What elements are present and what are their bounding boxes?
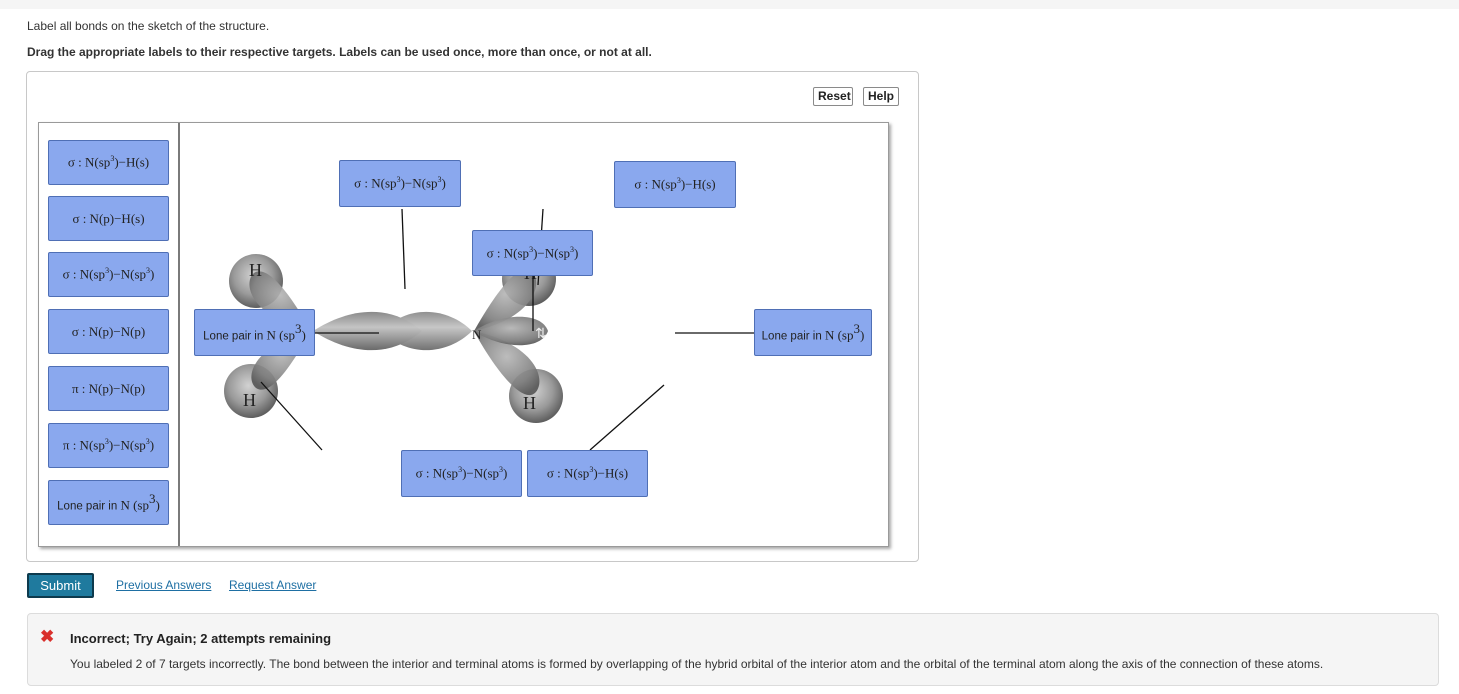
reset-button[interactable]: Reset <box>813 87 853 106</box>
label-text: π : N(p)−N(p) <box>71 380 146 396</box>
n-label-right: N <box>472 327 482 342</box>
label-text: σ : N(sp3)−H(s) <box>67 154 150 170</box>
bank-label-pi-np-np[interactable]: π : N(p)−N(p) <box>48 366 169 411</box>
previous-answers-link[interactable]: Previous Answers <box>116 578 212 592</box>
leader-line-bottom-left <box>260 381 323 451</box>
bank-label-sigma-np-hs[interactable]: σ : N(p)−H(s) <box>48 196 169 241</box>
label-text: σ : N(sp3)−N(sp3) <box>62 266 155 282</box>
help-button[interactable]: Help <box>863 87 899 106</box>
labeling-workspace: σ : N(sp3)−H(s) σ : N(p)−H(s) σ : N(sp3)… <box>38 122 889 547</box>
target-label-center[interactable]: σ : N(sp3)−N(sp3) <box>472 230 593 276</box>
submit-button[interactable]: Submit <box>27 573 94 598</box>
feedback-box: ✖ Incorrect; Try Again; 2 attempts remai… <box>27 613 1439 686</box>
sp3-lobe-top-right <box>474 269 537 331</box>
target-label-left-lone-pair[interactable]: Lone pair in N (sp3) <box>194 309 315 356</box>
lone-pair-arrows-right: ⇅ <box>535 326 547 342</box>
target-label-top-right[interactable]: σ : N(sp3)−H(s) <box>614 161 736 208</box>
label-text: σ : N(sp3)−N(sp3) <box>486 244 579 261</box>
instruction-text: Label all bonds on the sketch of the str… <box>27 19 270 33</box>
target-label-right-lone-pair[interactable]: Lone pair in N (sp3) <box>754 309 872 356</box>
label-text: Lone pair in N (sp3) <box>57 490 160 513</box>
top-bar <box>0 0 1459 9</box>
label-text: σ : N(sp3)−N(sp3) <box>415 465 508 481</box>
target-label-bottom-left[interactable]: σ : N(sp3)−N(sp3) <box>401 450 522 497</box>
h-label-bottom-left: H <box>243 390 256 410</box>
labeling-widget: Reset Help σ : N(sp3)−H(s) σ : N(p)−H(s)… <box>26 71 919 562</box>
leader-line-top-left <box>401 208 406 290</box>
request-answer-link[interactable]: Request Answer <box>229 578 317 592</box>
label-text: σ : N(sp3)−H(s) <box>634 176 716 192</box>
bank-label-sigma-nsp3-nsp3[interactable]: σ : N(sp3)−N(sp3) <box>48 252 169 297</box>
label-text: σ : N(p)−H(s) <box>72 210 145 226</box>
feedback-text: You labeled 2 of 7 targets incorrectly. … <box>70 657 1324 671</box>
label-text: σ : N(sp3)−N(sp3) <box>354 175 446 191</box>
label-text: Lone pair in N (sp3) <box>761 320 865 343</box>
bank-label-sigma-nsp3-hs[interactable]: σ : N(sp3)−H(s) <box>48 140 169 185</box>
right-nitrogen-group: H H N ⇅ <box>472 252 563 423</box>
lone-pair-lobe-right <box>474 316 548 346</box>
h-label-bottom-right: H <box>523 393 536 413</box>
sp3-lobe-bottom-right <box>474 331 540 396</box>
central-lobe-right <box>382 311 472 351</box>
label-text: Lone pair in N (sp3) <box>203 320 306 343</box>
label-bank: σ : N(sp3)−H(s) σ : N(p)−H(s) σ : N(sp3)… <box>39 123 180 546</box>
leader-line-bottom-right <box>589 384 665 451</box>
drag-instruction-text: Drag the appropriate labels to their res… <box>27 45 652 59</box>
bank-label-pi-nsp3-nsp3[interactable]: π : N(sp3)−N(sp3) <box>48 423 169 468</box>
h-label-top-left: H <box>249 260 262 280</box>
label-text: σ : N(p)−N(p) <box>71 323 146 339</box>
feedback-title: Incorrect; Try Again; 2 attempts remaini… <box>70 631 332 646</box>
x-icon: ✖ <box>40 627 55 646</box>
target-label-bottom-right[interactable]: σ : N(sp3)−H(s) <box>527 450 648 497</box>
label-text: σ : N(sp3)−H(s) <box>546 465 629 481</box>
label-text: π : N(sp3)−N(sp3) <box>62 437 155 453</box>
bank-label-lone-pair[interactable]: Lone pair in N (sp3) <box>48 480 169 525</box>
bank-label-sigma-np-np[interactable]: σ : N(p)−N(p) <box>48 309 169 354</box>
target-label-top-left[interactable]: σ : N(sp3)−N(sp3) <box>339 160 461 207</box>
